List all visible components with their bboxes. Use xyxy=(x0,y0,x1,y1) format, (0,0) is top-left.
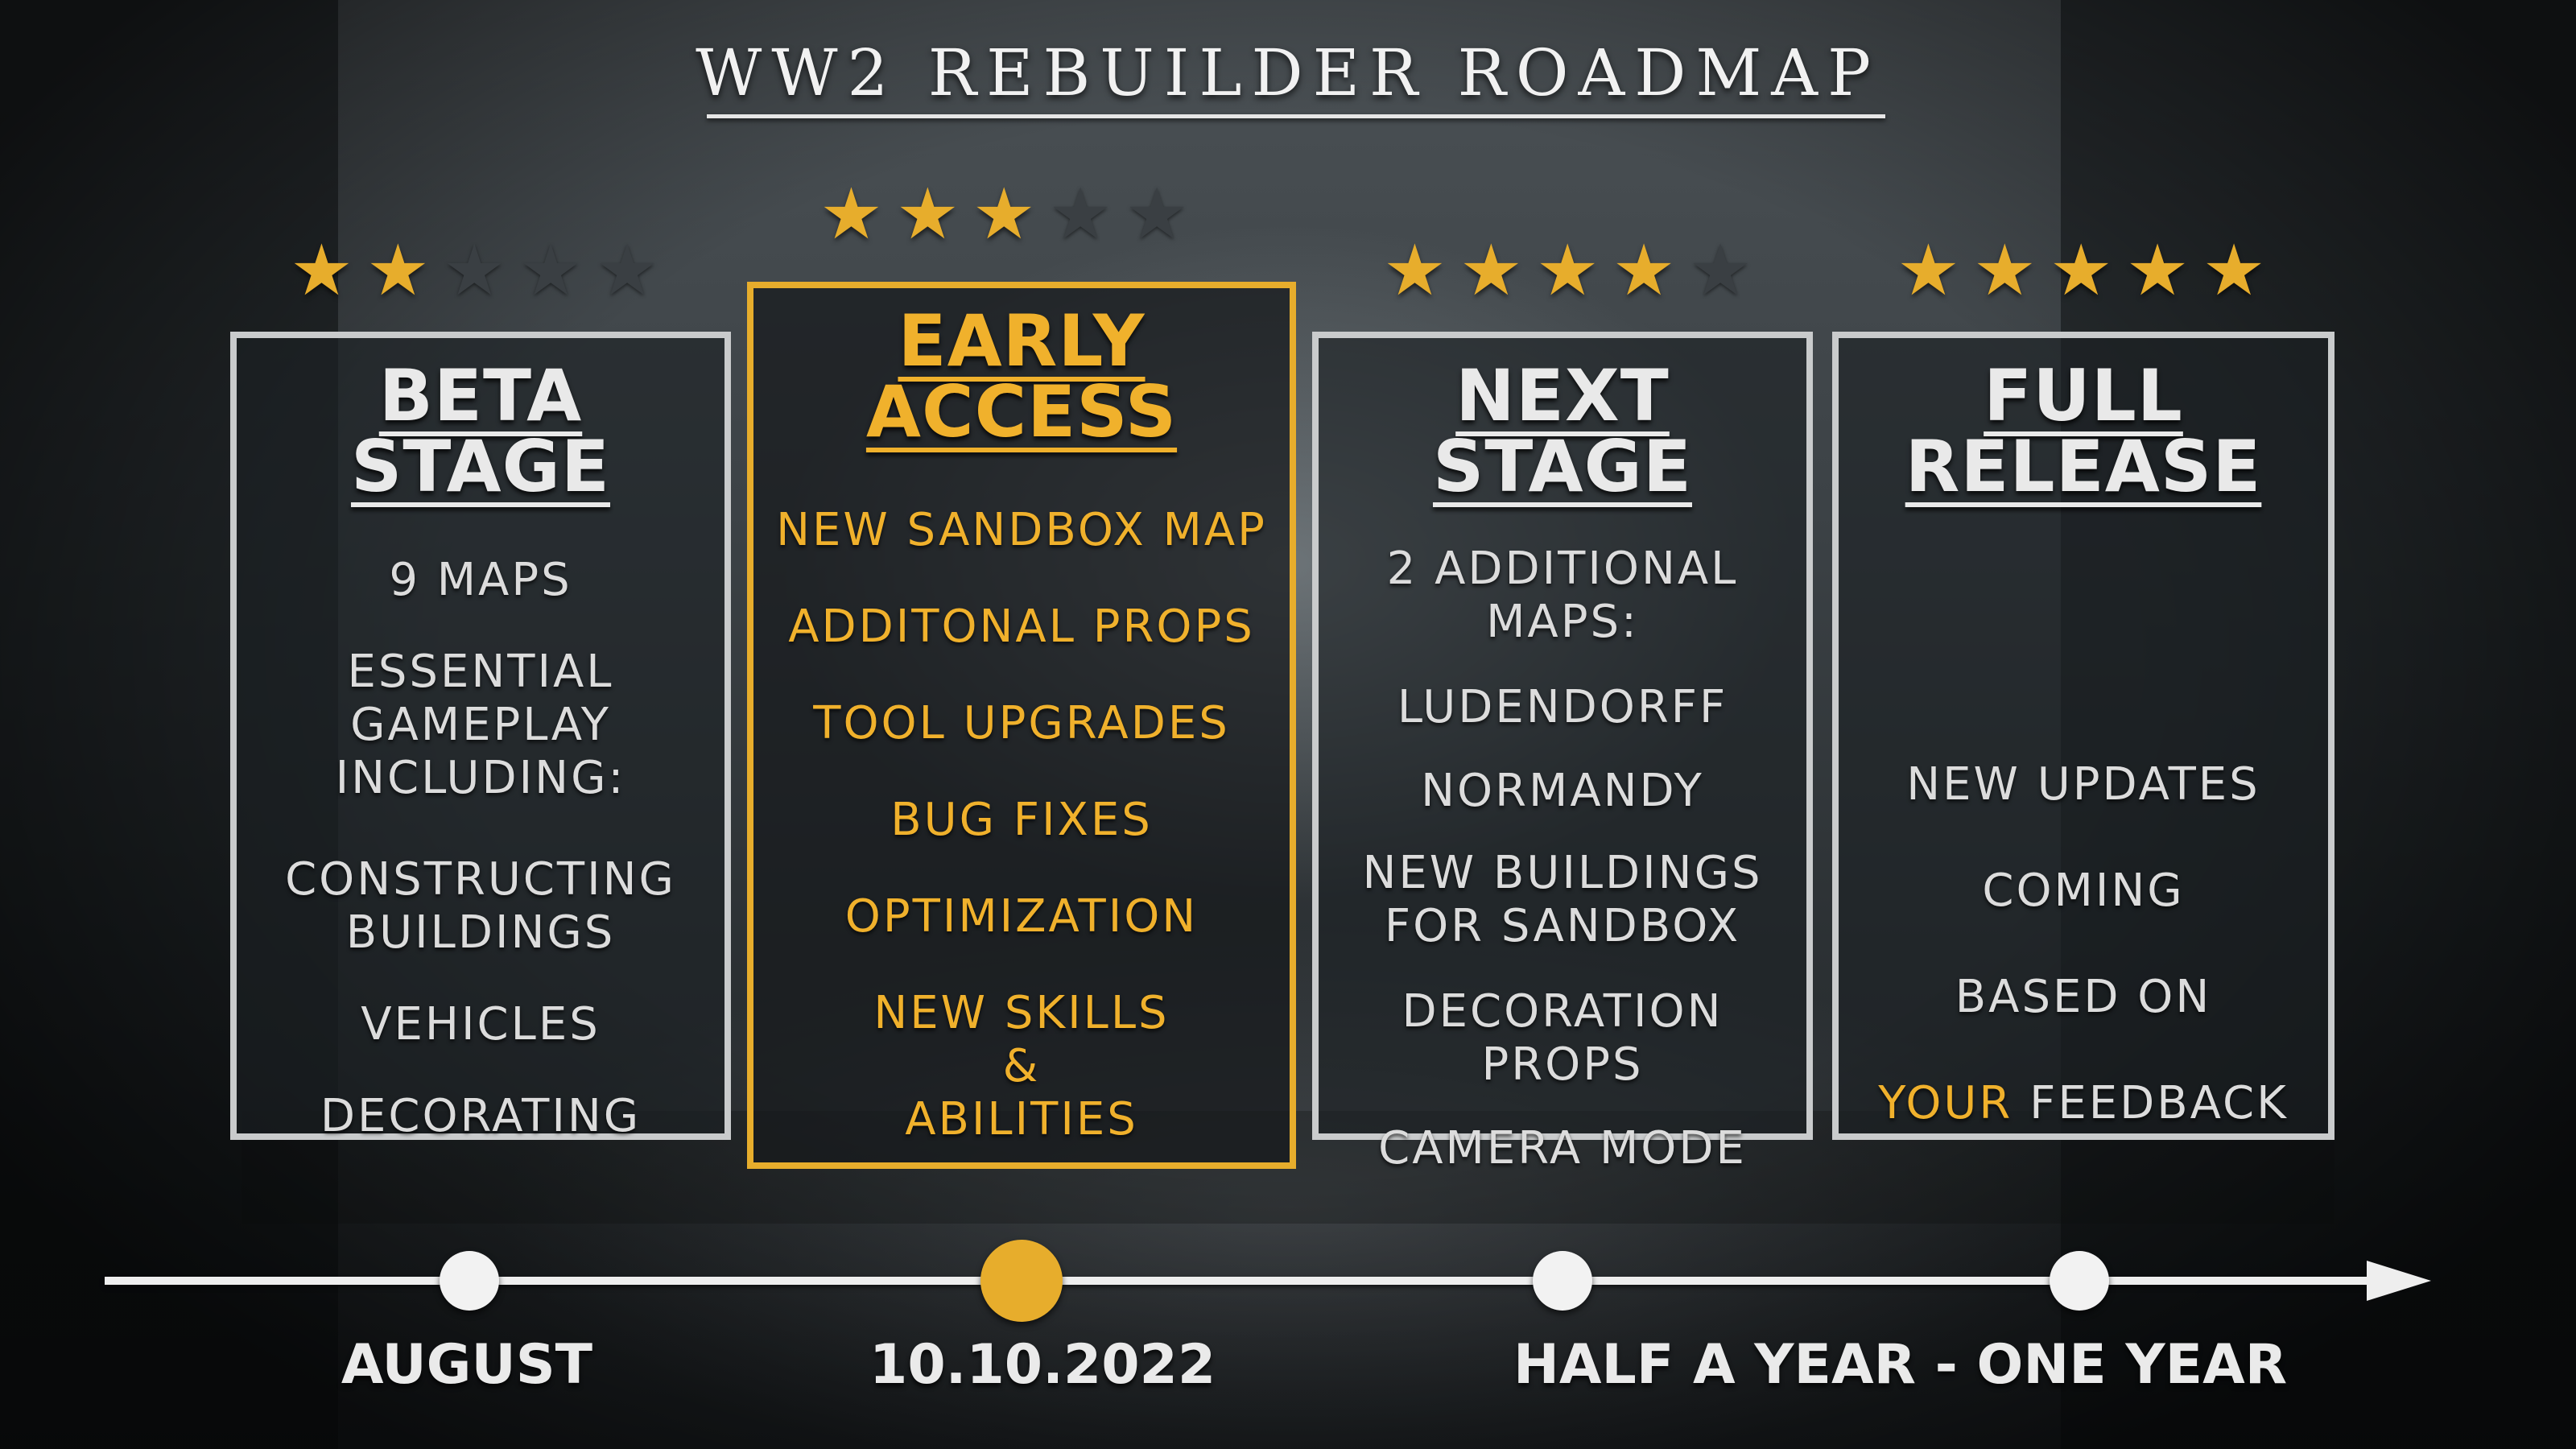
star-filled-icon: ★ xyxy=(1612,229,1676,312)
list-item: DECORATING xyxy=(320,1090,642,1142)
list-item: NORMANDY xyxy=(1421,765,1704,817)
card-beta-stage: BETA STAGE 9 MAPS ESSENTIAL GAMEPLAY INC… xyxy=(230,332,731,1142)
timeline-date-august: AUGUST xyxy=(341,1333,593,1397)
list-item: ESSENTIAL GAMEPLAY INCLUDING: xyxy=(335,646,626,804)
star-empty-icon: ★ xyxy=(1048,172,1113,255)
timeline-date-future: HALF A YEAR - ONE YEAR xyxy=(1513,1333,2288,1397)
star-filled-icon: ★ xyxy=(1897,229,1960,312)
list-item: TOOL UPGRADES xyxy=(813,697,1230,749)
star-filled-icon: ★ xyxy=(2202,229,2266,312)
star-filled-icon: ★ xyxy=(290,229,353,312)
star-filled-icon: ★ xyxy=(1459,229,1523,312)
card-title: BETA STAGE xyxy=(350,354,611,508)
list-item: NEW SANDBOX MAP xyxy=(776,504,1267,556)
message-line: COMING xyxy=(1982,865,2185,917)
timeline-dot-early-access xyxy=(980,1240,1063,1322)
list-item: NEW SKILLS & ABILITIES xyxy=(873,987,1170,1146)
star-filled-icon: ★ xyxy=(2049,229,2113,312)
list-item: BUG FIXES xyxy=(890,794,1153,846)
timeline-dot-next-stage xyxy=(1533,1251,1592,1311)
star-filled-icon: ★ xyxy=(1535,229,1600,312)
list-item: 2 ADDITIONAL MAPS: xyxy=(1386,543,1739,648)
star-filled-icon: ★ xyxy=(2125,229,2190,312)
message-text: FEEDBACK xyxy=(2013,1077,2289,1129)
star-filled-icon: ★ xyxy=(1972,229,2037,312)
card-full-release: FULL RELEASE NEW UPDATES COMING BASED ON… xyxy=(1832,332,2334,1140)
list-item: CAMERA MODE xyxy=(1378,1122,1747,1174)
list-item: 9 MAPS xyxy=(389,554,572,606)
star-empty-icon: ★ xyxy=(1125,172,1189,255)
rating-stars-next-stage: ★★★★★ xyxy=(1383,235,1752,306)
card-title: EARLY ACCESS xyxy=(865,299,1178,453)
star-filled-icon: ★ xyxy=(895,172,960,255)
star-filled-icon: ★ xyxy=(972,172,1036,255)
star-empty-icon: ★ xyxy=(595,229,659,312)
list-item: NEW BUILDINGS FOR SANDBOX xyxy=(1362,847,1763,952)
list-item: CONSTRUCTING BUILDINGS xyxy=(285,853,676,959)
list-item: LUDENDORFF xyxy=(1397,681,1728,733)
star-filled-icon: ★ xyxy=(1383,229,1447,312)
timeline-date-early-access: 10.10.2022 xyxy=(869,1333,1216,1397)
timeline-arrow-head xyxy=(2367,1261,2431,1301)
timeline-dot-full-release xyxy=(2050,1251,2109,1311)
rating-stars-early-access: ★★★★★ xyxy=(819,179,1188,250)
timeline-dot-beta xyxy=(440,1251,499,1311)
rating-stars-beta: ★★★★★ xyxy=(290,235,658,306)
list-item: OPTIMIZATION xyxy=(844,890,1199,943)
rating-stars-full-release: ★★★★★ xyxy=(1897,235,2265,306)
list-item: DECORATION PROPS xyxy=(1402,985,1724,1091)
star-empty-icon: ★ xyxy=(442,229,506,312)
highlight-word: YOUR xyxy=(1878,1077,2013,1129)
message-line: BASED ON xyxy=(1955,971,2212,1023)
list-item: ADDITONAL PROPS xyxy=(788,601,1255,653)
feedback-message: NEW UPDATES COMING BASED ON YOUR FEEDBAC… xyxy=(1839,705,2328,1183)
card-next-stage: NEXT STAGE 2 ADDITIONAL MAPS: LUDENDORFF… xyxy=(1312,332,1813,1174)
star-filled-icon: ★ xyxy=(365,229,430,312)
card-title: FULL RELEASE xyxy=(1905,354,2262,508)
star-empty-icon: ★ xyxy=(518,229,583,312)
page-title: WW2 REBUILDER ROADMAP xyxy=(696,35,1880,110)
card-title: NEXT STAGE xyxy=(1432,354,1693,508)
message-line: YOUR FEEDBACK xyxy=(1839,1077,2328,1130)
message-line: NEW UPDATES xyxy=(1906,758,2260,811)
star-filled-icon: ★ xyxy=(819,172,883,255)
list-item: VEHICLES xyxy=(361,998,601,1051)
title-underline xyxy=(707,114,1885,118)
timeline-line xyxy=(105,1277,2407,1285)
star-empty-icon: ★ xyxy=(1688,229,1752,312)
card-early-access: EARLY ACCESS NEW SANDBOX MAP ADDITONAL P… xyxy=(747,282,1296,1169)
